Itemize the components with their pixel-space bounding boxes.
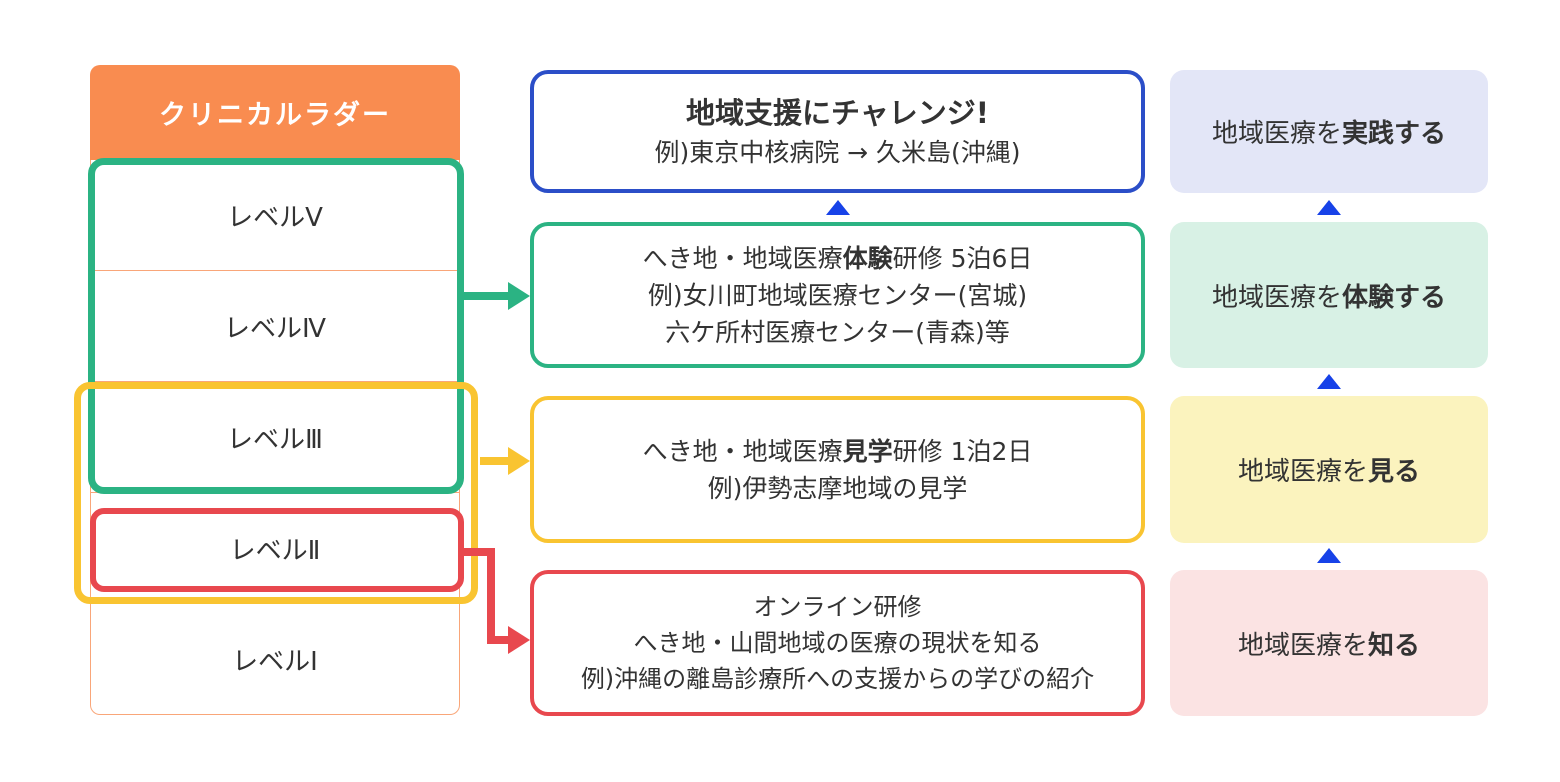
- program-challenge-example: 例)東京中核病院 → 久米島(沖縄): [654, 138, 1021, 167]
- goal-box-know: 地域医療を知る: [1170, 570, 1488, 716]
- goal-text-bold: 見る: [1368, 457, 1421, 487]
- program-line-text: 研修 1泊2日: [892, 436, 1033, 466]
- goal-box-practice: 地域医療を実践する: [1170, 70, 1488, 193]
- program-line-bold: 体験: [842, 243, 893, 273]
- program-box-online: オンライン研修 へき地・山間地域の医療の現状を知る 例)沖縄の離島診療所への支援…: [530, 570, 1145, 716]
- goal-text-bold: 知る: [1368, 630, 1421, 661]
- program-box-experience: へき地・地域医療体験研修 5泊6日 例)女川町地域医療センター(宮城) 六ケ所村…: [530, 222, 1145, 368]
- program-tour-line1: へき地・地域医療見学研修 1泊2日: [643, 433, 1033, 470]
- program-experience-line2: 例)女川町地域医療センター(宮城): [647, 280, 1028, 310]
- program-box-tour: へき地・地域医療見学研修 1泊2日 例)伊勢志摩地域の見学: [530, 396, 1145, 543]
- up-triangle-icon: [826, 200, 850, 215]
- yellow-arrow: [480, 447, 530, 475]
- ladder-level-5: レベルⅤ: [90, 160, 460, 271]
- up-triangle-icon: [1317, 374, 1341, 389]
- program-line-text: へき地・地域医療: [642, 243, 843, 273]
- ladder-title: クリニカルラダー: [90, 65, 460, 160]
- goal-box-see: 地域医療を見る: [1170, 396, 1488, 543]
- program-line-text: へき地・地域医療: [642, 436, 843, 466]
- goal-text: 地域医療を: [1211, 282, 1342, 313]
- goal-box-experience: 地域医療を体験する: [1170, 222, 1488, 368]
- program-experience-line3: 六ケ所村医療センター(青森)等: [665, 317, 1010, 347]
- goal-text-bold: 実践する: [1342, 119, 1447, 149]
- clinical-ladder: クリニカルラダー レベルⅤ レベルⅣ レベルⅢ レベルⅡ レベルⅠ: [90, 65, 460, 715]
- program-online-line3: 例)沖縄の離島診療所への支援からの学びの紹介: [580, 665, 1095, 693]
- goal-see-label: 地域医療を見る: [1238, 451, 1420, 488]
- program-box-challenge: 地域支援にチャレンジ! 例)東京中核病院 → 久米島(沖縄): [530, 70, 1145, 193]
- program-online-line1: オンライン研修: [753, 593, 922, 621]
- ladder-level-3: レベルⅢ: [90, 382, 460, 493]
- program-line-text: 研修 5泊6日: [892, 243, 1033, 273]
- red-arrow: [462, 548, 530, 654]
- ladder-level-2: レベルⅡ: [90, 493, 460, 604]
- goal-experience-label: 地域医療を体験する: [1212, 277, 1446, 314]
- ladder-level-4: レベルⅣ: [90, 271, 460, 382]
- program-experience-line1: へき地・地域医療体験研修 5泊6日: [643, 240, 1033, 277]
- program-online-line2: へき地・山間地域の医療の現状を知る: [633, 629, 1042, 657]
- program-tour-line2: 例)伊勢志摩地域の見学: [707, 473, 968, 503]
- goal-text-bold: 体験する: [1342, 282, 1447, 313]
- goal-text: 地域医療を: [1211, 119, 1342, 149]
- goal-text: 地域医療を: [1237, 630, 1368, 661]
- program-challenge-title: 地域支援にチャレンジ!: [686, 96, 989, 130]
- goal-text: 地域医療を: [1237, 457, 1368, 487]
- ladder-level-1: レベルⅠ: [90, 604, 460, 715]
- green-arrow: [462, 282, 530, 310]
- up-triangle-icon: [1317, 200, 1341, 215]
- up-triangle-icon: [1317, 548, 1341, 563]
- program-line-bold: 見学: [842, 436, 893, 466]
- goal-practice-label: 地域医療を実践する: [1212, 113, 1446, 150]
- goal-know-label: 地域医療を知る: [1238, 625, 1420, 662]
